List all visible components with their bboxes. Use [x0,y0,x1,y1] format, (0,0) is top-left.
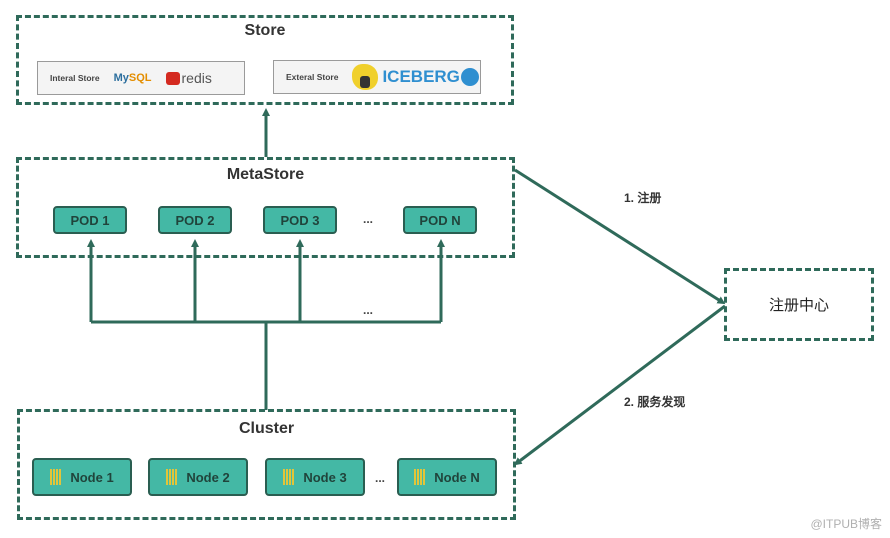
internal-store-box: Interal Store MySQL redis [37,61,245,95]
node-n-label: Node N [434,469,480,485]
node-2-label: Node 2 [186,469,230,485]
cluster-group: Cluster [17,409,516,520]
register-label: 1. 注册 [624,191,662,205]
node-server-icon [283,469,297,485]
connector-ellipsis: ... [363,303,374,317]
discovery-label: 2. 服务发现 [624,395,686,409]
redis-logo-icon: redis [165,70,212,86]
node-2[interactable]: Node 2 [148,458,248,496]
store-group: Store Interal Store MySQL redis Exteral … [16,15,514,105]
pod-3[interactable]: POD 3 [263,206,337,234]
pod-1[interactable]: POD 1 [53,206,127,234]
node-3[interactable]: Node 3 [265,458,365,496]
node-server-icon [50,469,64,485]
pod-ellipsis: ... [363,212,374,226]
node-n[interactable]: Node N [397,458,497,496]
register-arrow [514,168,726,305]
node-server-icon [414,469,428,485]
node-3-label: Node 3 [303,469,347,485]
watermark: @ITPUB博客 [810,517,882,531]
node-server-icon [166,469,180,485]
cluster-title: Cluster [238,420,295,437]
store-title: Store [244,22,286,39]
hive-logo-icon [352,64,379,90]
registry-title: 注册中心 [768,297,829,314]
external-store-box: Exteral Store ICEBERG [273,60,481,94]
registry-group: 注册中心 [724,268,874,341]
pod-n[interactable]: POD N [403,206,477,234]
mysql-logo-icon: MySQL [113,72,152,84]
internal-store-label: Interal Store [50,73,100,83]
discovery-arrow [513,304,726,466]
pod-2[interactable]: POD 2 [158,206,232,234]
node-ellipsis: ... [375,471,386,485]
metastore-title: MetaStore [226,166,305,183]
iceberg-logo-icon: ICEBERG [382,67,479,87]
node-1-label: Node 1 [70,469,114,485]
external-store-label: Exteral Store [286,72,339,82]
node-1[interactable]: Node 1 [32,458,132,496]
metastore-group: MetaStore [16,157,515,258]
